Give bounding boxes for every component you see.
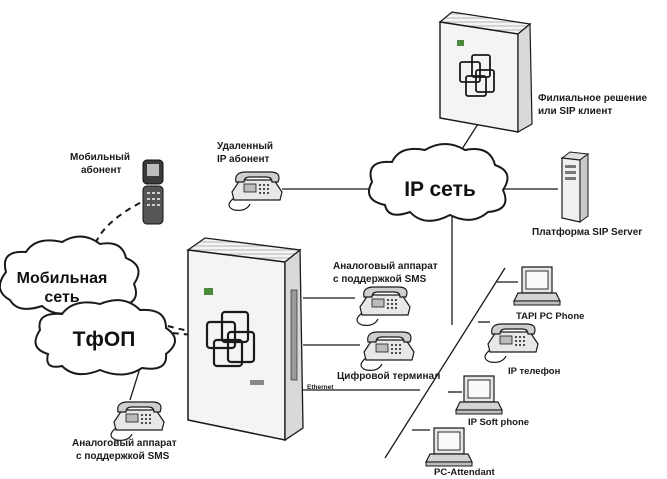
- pc-attendant-icon: [425, 427, 473, 467]
- pstn-cloud: ТфОП: [34, 299, 176, 376]
- pc-attendant-label: PC-Attendant: [434, 467, 496, 478]
- remote-ip-label-1: Удаленный: [217, 141, 273, 152]
- analog-sms-top-label-1: Аналоговый аппарат: [333, 261, 438, 272]
- lan-bus: [384, 267, 506, 459]
- sip-platform-label: Платформа SIP Server: [532, 226, 642, 238]
- ip-network-cloud: IP сеть: [368, 143, 509, 222]
- remote-ip-label-2: IP абонент: [217, 153, 270, 165]
- branch-label-2: или SIP клиент: [538, 106, 612, 117]
- ip-softphone-pc-icon: [455, 375, 503, 415]
- analog-sms-bottom-label-1: Аналоговый аппарат: [72, 438, 177, 449]
- branch-unit: [438, 11, 533, 134]
- pbx-logo-squares-icon: [205, 310, 256, 368]
- digital-terminal-label: Цифровой терминал: [337, 370, 440, 382]
- labels: Филиальное решение или SIP клиент Удален…: [70, 93, 647, 478]
- digital-terminal-phone-icon: [360, 331, 415, 371]
- ip-soft-phone-label: IP Soft phone: [468, 417, 529, 428]
- tapi-pc-icon: [513, 266, 561, 306]
- ip-cloud-label: IP сеть: [404, 178, 476, 201]
- mobile-subscriber-label-1: Мобильный: [70, 151, 130, 163]
- branch-logo-squares-icon: [459, 54, 495, 97]
- main-pbx-unit: [186, 237, 304, 442]
- mobile-subscriber-label-2: абонент: [81, 164, 121, 176]
- analog-sms-phone-bottom-icon: [110, 401, 165, 441]
- link-pbx-analog-bottom: [129, 367, 141, 401]
- analog-sms-bottom-label-2: с поддержкой SMS: [76, 451, 170, 462]
- tapi-pc-phone-label: TAPI PC Phone: [516, 311, 584, 322]
- ethernet-label: Ethernet: [307, 384, 334, 391]
- analog-sms-phone-top-icon: [356, 286, 411, 326]
- branch-label-1: Филиальное решение: [538, 93, 647, 104]
- sip-server-tower: [560, 151, 590, 223]
- mobile-cloud-label-2: сеть: [44, 289, 79, 306]
- mobile-cloud-label-1: Мобильная: [17, 270, 108, 287]
- ip-phone-label: IP телефон: [508, 366, 561, 377]
- mobile-network-cloud: Мобильная сеть: [0, 235, 140, 315]
- pstn-cloud-label: ТфОП: [73, 328, 136, 351]
- analog-sms-top-label-2: с поддержкой SMS: [333, 274, 427, 285]
- connection-lines: [129, 123, 558, 459]
- remote-ip-phone-icon: [228, 171, 283, 211]
- ip-phone-icon: [484, 323, 539, 363]
- mobile-phone-device: [142, 159, 164, 225]
